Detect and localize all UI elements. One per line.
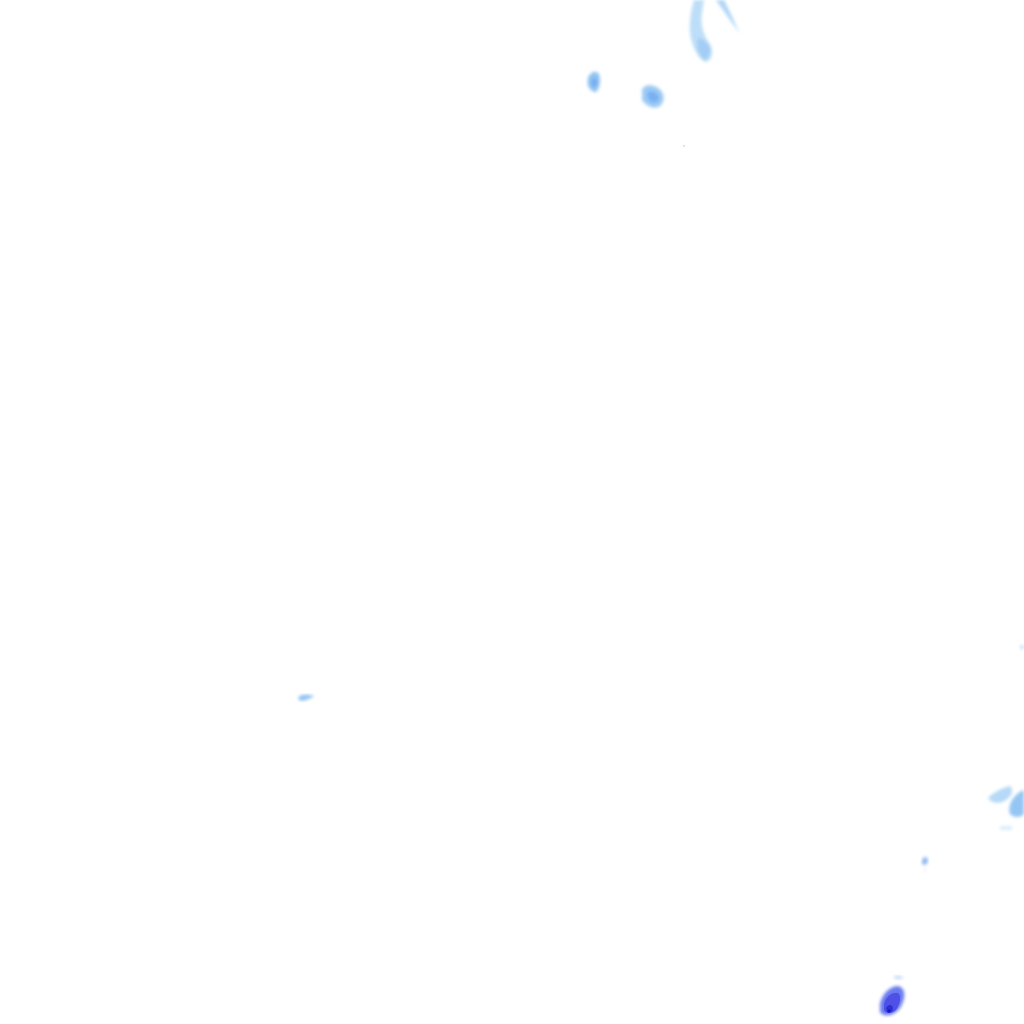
precip-cell-small-c bbox=[922, 857, 928, 876]
precip-cell-top-streak bbox=[689, 0, 740, 62]
precip-cell-small-a bbox=[587, 71, 600, 92]
precip-cell-left-streak bbox=[298, 694, 314, 701]
precip-cell-right-edge bbox=[988, 645, 1024, 830]
precip-speck-a bbox=[682, 144, 686, 148]
precip-cell-small-b bbox=[642, 85, 664, 108]
precip-cell-intense bbox=[880, 975, 905, 1016]
